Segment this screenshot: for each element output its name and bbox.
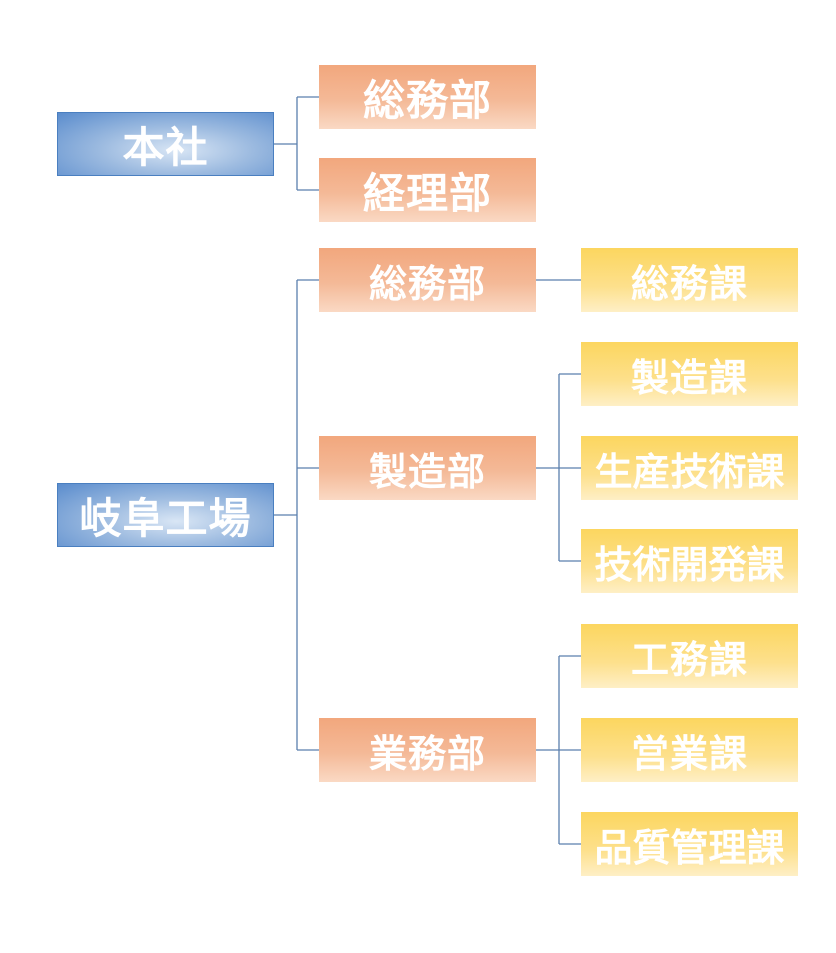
section-seizouka-label: 製造課 — [630, 355, 748, 400]
section-seisangijutsuka: 生産技術課 — [581, 436, 798, 500]
unit-honsha: 本社 — [57, 112, 274, 176]
section-gijutsukaihatsuka-label: 技術開発課 — [594, 542, 785, 587]
dept-gifu-seizoubu: 製造部 — [319, 436, 536, 500]
dept-gifu-soumubu-label: 総務部 — [368, 261, 486, 306]
section-eigyouka: 営業課 — [581, 718, 798, 782]
section-eigyouka-label: 営業課 — [630, 731, 748, 776]
dept-gifu-seizoubu-label: 製造部 — [368, 449, 486, 494]
dept-honsha-soumubu: 総務部 — [319, 65, 536, 129]
unit-honsha-label: 本社 — [122, 122, 209, 172]
section-hinshitsukanrika: 品質管理課 — [581, 812, 798, 876]
section-koumuka: 工務課 — [581, 624, 798, 688]
section-soumuka-label: 総務課 — [630, 261, 748, 306]
connector-seizoubu-trunk — [536, 374, 560, 561]
dept-gifu-gyoumubu: 業務部 — [319, 718, 536, 782]
unit-gifu-factory: 岐阜工場 — [57, 483, 274, 547]
section-seisangijutsuka-label: 生産技術課 — [594, 449, 785, 494]
section-koumuka-label: 工務課 — [630, 637, 748, 682]
dept-honsha-keiribu-label: 経理部 — [362, 168, 492, 218]
section-seizouka: 製造課 — [581, 342, 798, 406]
dept-honsha-soumubu-label: 総務部 — [362, 75, 492, 125]
dept-honsha-keiribu: 経理部 — [319, 158, 536, 222]
dept-gifu-soumubu: 総務部 — [319, 248, 536, 312]
section-hinshitsukanrika-label: 品質管理課 — [594, 825, 785, 870]
section-gijutsukaihatsuka: 技術開発課 — [581, 529, 798, 593]
connector-honsha-trunk — [274, 97, 298, 190]
section-soumuka: 総務課 — [581, 248, 798, 312]
dept-gifu-gyoumubu-label: 業務部 — [368, 731, 486, 776]
connector-gyoumubu-trunk — [536, 656, 560, 844]
connector-gifu-trunk — [274, 280, 298, 750]
unit-gifu-factory-label: 岐阜工場 — [79, 493, 252, 543]
